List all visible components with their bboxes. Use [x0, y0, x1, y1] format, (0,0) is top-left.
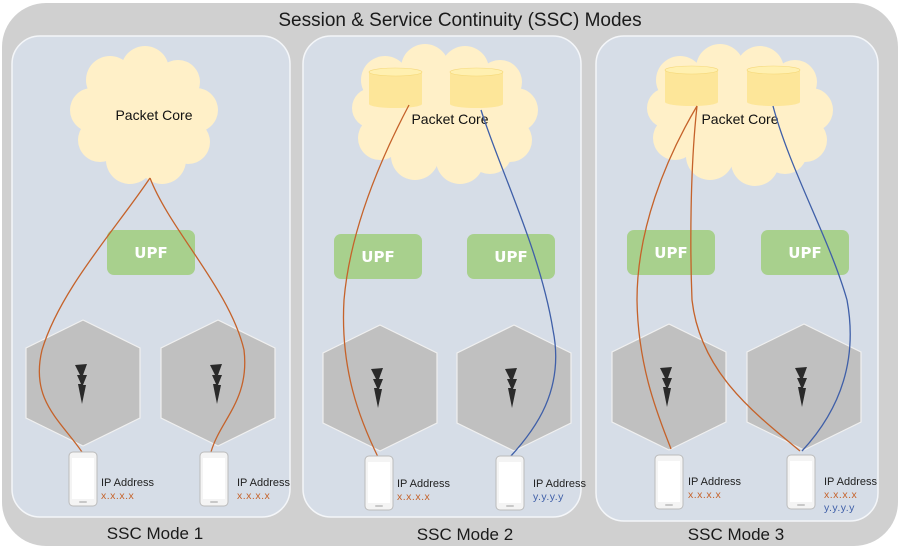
upf-box	[627, 230, 715, 275]
database-icon	[746, 65, 801, 106]
ip-address-label: IP Address	[533, 478, 586, 490]
ip-address-value: x.x.x.x	[688, 489, 722, 501]
device-1: IP Address x.x.x.x	[68, 451, 154, 507]
upf-label: UPF	[361, 248, 394, 266]
database-icon	[368, 67, 423, 108]
device-2: IP Address y.y.y.y	[495, 455, 586, 511]
packet-core-label: Packet Core	[701, 111, 778, 127]
upf-label: UPF	[134, 244, 167, 262]
mode-label: SSC Mode 1	[107, 524, 203, 543]
cell-site-1	[322, 324, 438, 452]
upf-label: UPF	[654, 244, 687, 262]
cell-site-1	[611, 323, 727, 451]
ip-address-value: x.x.x.x	[824, 489, 858, 501]
mode-label: SSC Mode 3	[688, 525, 784, 544]
ip-address-value: x.x.x.x	[101, 490, 135, 502]
diagram-title: Session & Service Continuity (SSC) Modes	[278, 10, 641, 31]
session-path-x	[342, 104, 410, 458]
database-icon	[664, 65, 719, 106]
ip-address-label: IP Address	[237, 477, 290, 489]
upf-label: UPF	[788, 244, 821, 262]
lightning-icon	[660, 367, 672, 407]
upf-box	[761, 230, 849, 275]
device-1: IP Address x.x.x.x	[364, 455, 450, 511]
session-path-x	[149, 177, 246, 453]
ip-address-label: IP Address	[397, 478, 450, 490]
ip-address-label: IP Address	[101, 477, 154, 489]
cell-site-2	[160, 319, 276, 447]
device-2: IP Address x.x.x.x	[199, 451, 290, 507]
session-path-x	[38, 177, 151, 453]
session-path-x	[636, 105, 698, 450]
packet-core-cloud	[70, 46, 218, 184]
session-path-y	[772, 105, 851, 452]
ip-address-value: x.x.x.x	[237, 490, 271, 502]
device-2: IP Address x.x.x.x y.y.y.y	[786, 454, 877, 514]
mode-label: SSC Mode 2	[417, 525, 513, 544]
cell-site-2	[456, 324, 572, 452]
upf-label: UPF	[494, 248, 527, 266]
upf-box	[467, 234, 555, 279]
panel-ssc-mode-2: Packet Core UPF UPF IP Address x.x.x.x I…	[302, 35, 586, 544]
lightning-icon	[505, 368, 517, 408]
lightning-icon	[210, 364, 222, 404]
device-1: IP Address x.x.x.x	[654, 454, 741, 510]
panel-ssc-mode-3: Packet Core UPF UPF IP Address x.x.x.x I	[595, 35, 879, 544]
ip-address-value: y.y.y.y	[533, 491, 564, 503]
cell-site-1	[25, 319, 141, 447]
lightning-icon	[795, 367, 807, 407]
lightning-icon	[371, 368, 383, 408]
session-path-y	[480, 109, 557, 458]
upf-box	[107, 230, 195, 275]
ip-address-value: x.x.x.x	[397, 491, 431, 503]
database-icon	[449, 67, 504, 108]
ip-address-label: IP Address	[688, 476, 741, 488]
session-path-x	[690, 105, 801, 452]
cell-site-2	[746, 323, 862, 451]
packet-core-label: Packet Core	[115, 107, 192, 123]
upf-box	[334, 234, 422, 279]
packet-core-label: Packet Core	[411, 111, 488, 127]
ip-address-label: IP Address	[824, 476, 877, 488]
lightning-icon	[75, 364, 87, 404]
ip-address-value: y.y.y.y	[824, 502, 855, 514]
panel-ssc-mode-1: Packet Core UPF IP Address x.x.x.x	[11, 35, 291, 543]
